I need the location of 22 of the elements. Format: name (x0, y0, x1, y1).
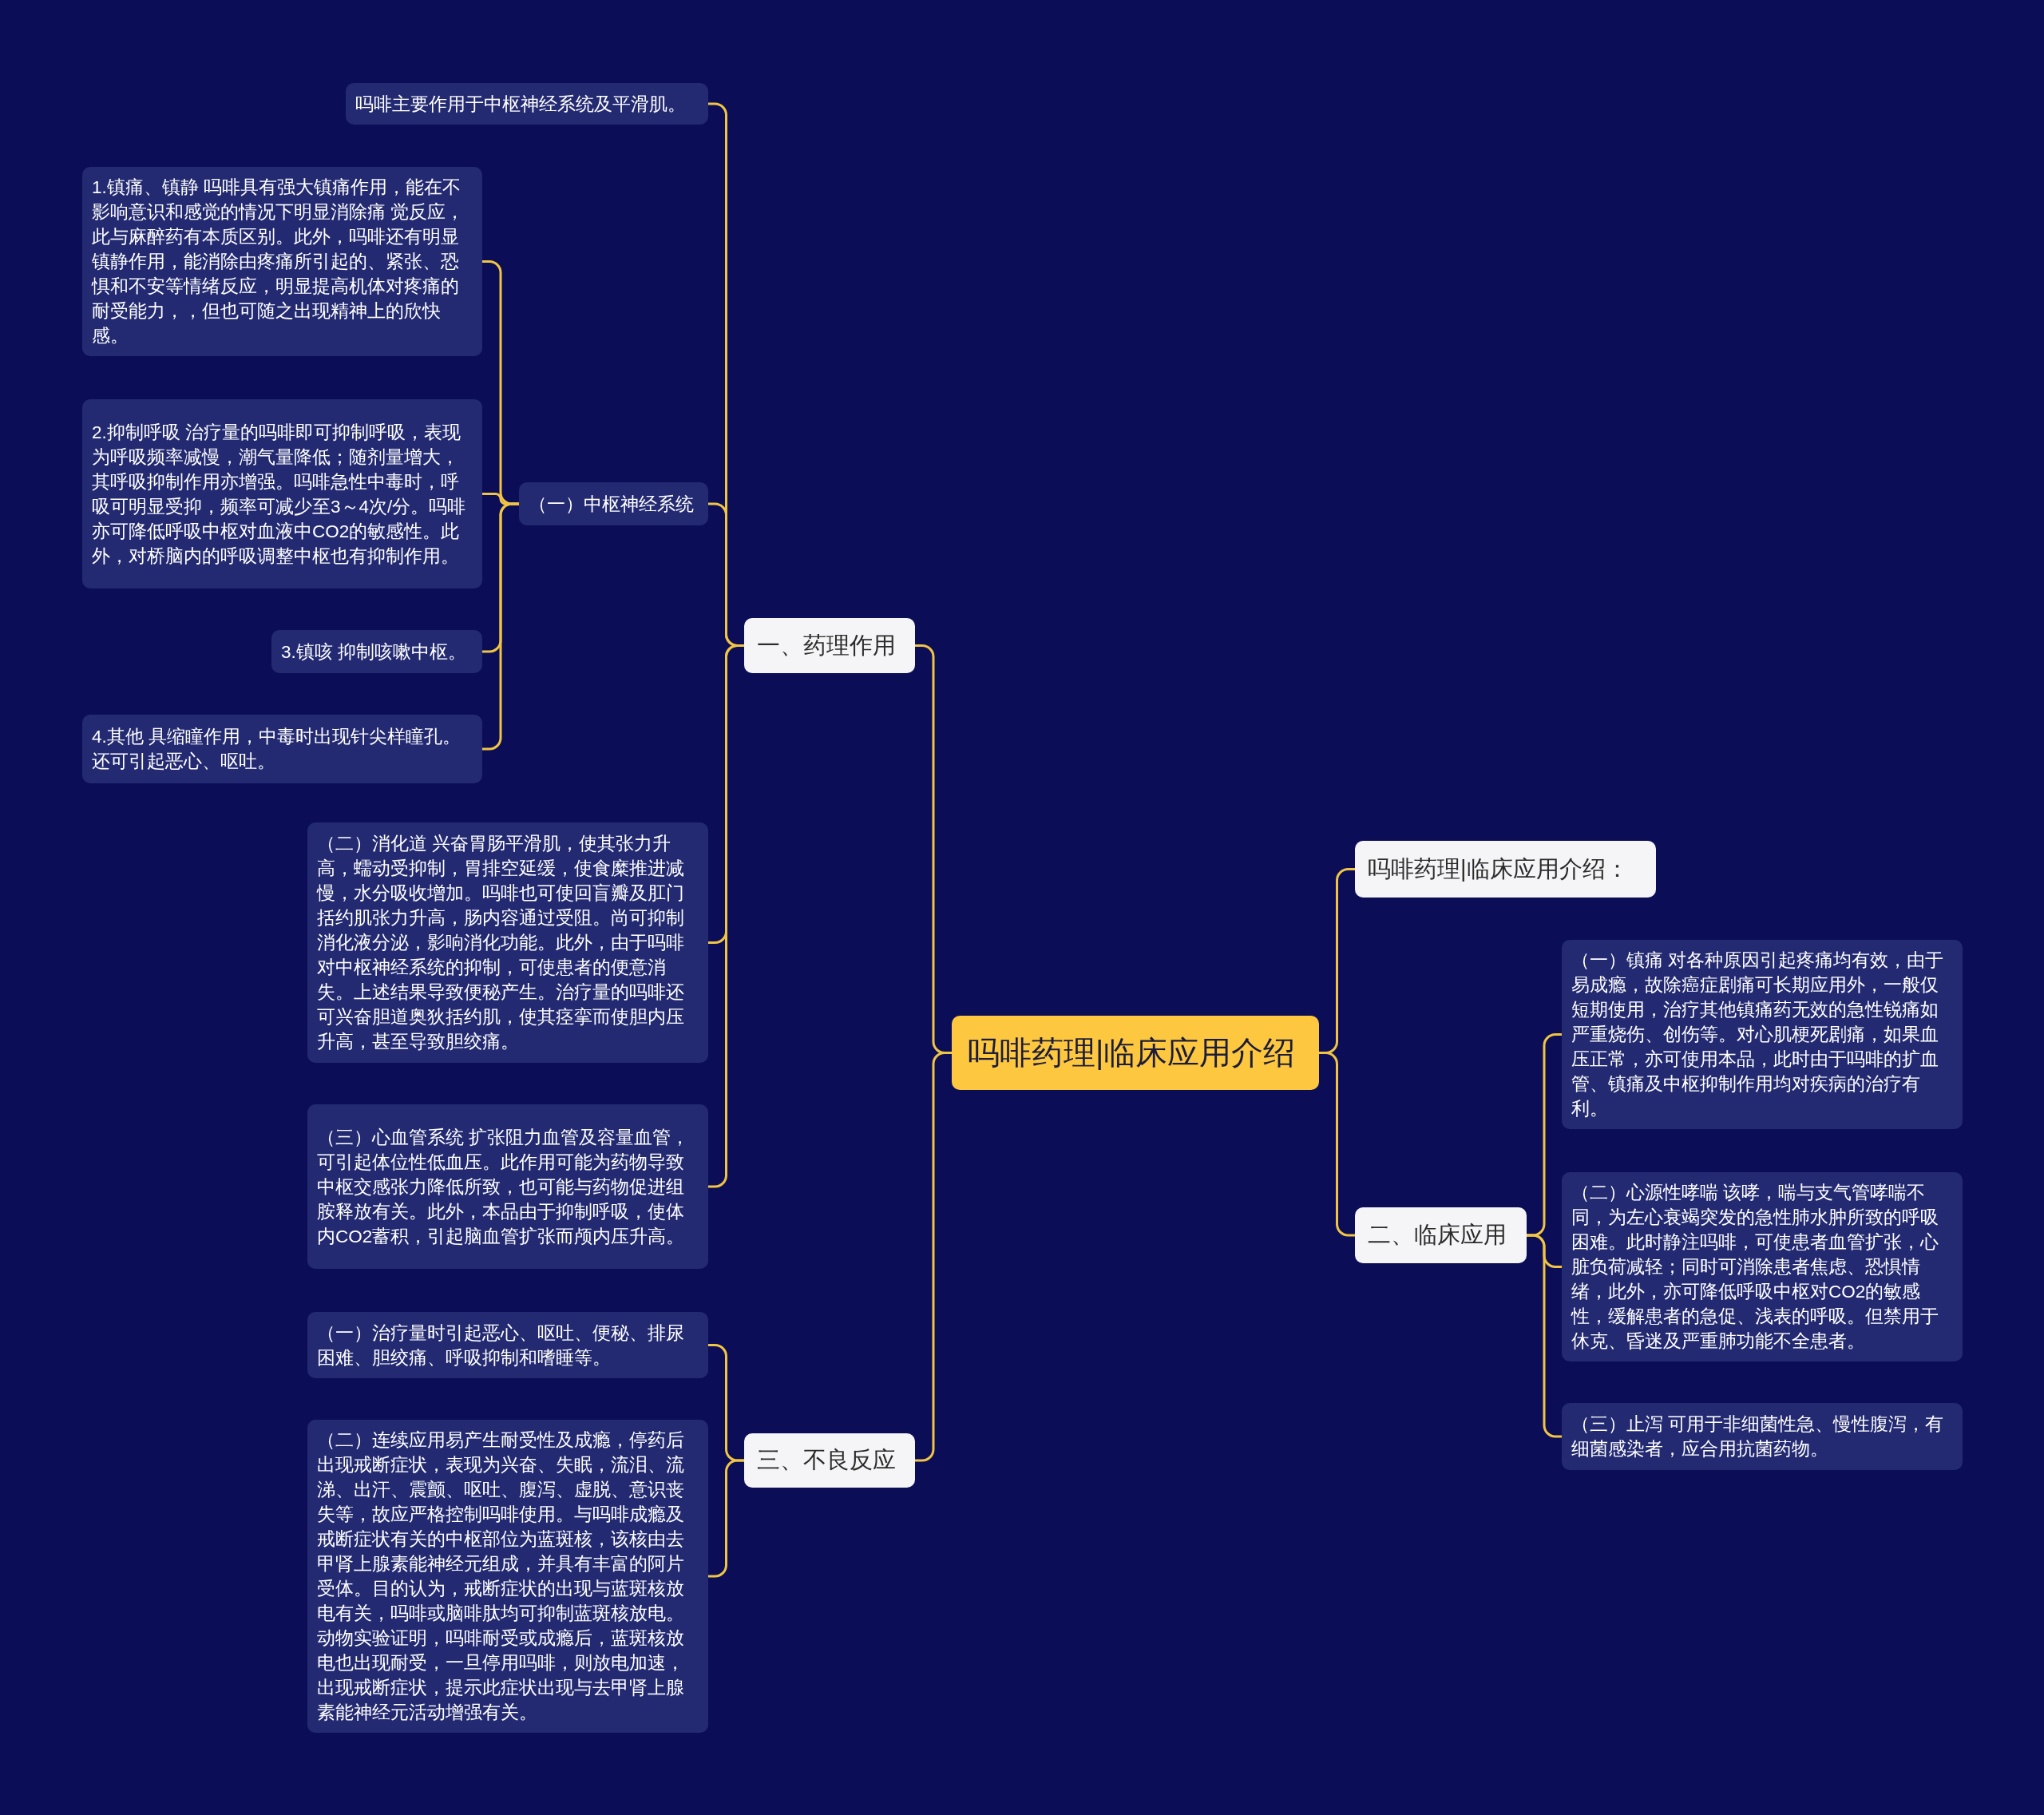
connector-line (482, 502, 519, 751)
note-box: 1.镇痛、镇静 吗啡具有强大镇痛作用，能在不影响意识和感觉的情况下明显消除痛 觉反应，此与麻醉药有本质区别。此外，吗啡还有明显镇静作用，能消除由疼痛所引起的、紧张、恐惧和不安等情绪反应，明显提高机体对疼痛的耐受能力，，但也可随之出现精神上的欣快感。 (82, 167, 482, 356)
topic-box: 二、临床应用 (1355, 1207, 1527, 1263)
connector-line (708, 1459, 744, 1578)
note-box: （一）中枢神经系统 (519, 482, 708, 525)
note-box: （三）止泻 可用于非细菌性急、慢性腹泻，有细菌感染者，应合用抗菌药物。 (1562, 1403, 1963, 1470)
topic-box: 一、药理作用 (744, 618, 915, 673)
note-box: 3.镇咳 抑制咳嗽中枢。 (271, 630, 482, 673)
connector-line (1319, 1052, 1355, 1237)
topic-box: 三、不良反应 (744, 1433, 915, 1488)
central-topic-box: 吗啡药理|临床应用介绍 (952, 1016, 1319, 1090)
topic-box: 吗啡药理|临床应用介绍： (1355, 841, 1656, 898)
note-box: （一）镇痛 对各种原因引起疼痛均有效，由于易成瘾，故除癌症剧痛可长期应用外，一般仅短期使用，治疗其他镇痛药无效的急性锐痛如严重烧伤、创伤等。对心肌梗死剧痛，如果血压正常，亦可使用本品，此时由于吗啡的扩血管、镇痛及中枢抑制作用均对疾病的治疗有利。 (1562, 940, 1963, 1129)
note-box: 吗啡主要作用于中枢神经系统及平滑肌。 (346, 83, 708, 125)
note-box: （二）消化道 兴奋胃肠平滑肌，使其张力升高，蠕动受抑制，胃排空延缓，使食糜推进减慢，水分吸收增加。吗啡也可使回盲瓣及肛门括约肌张力升高，肠内容通过受阻。尚可抑制消化液分泌，影响消化功能。此外，由于吗啡对中枢神经系统的抑制，可使患者的便意消失。上述结果导致便秘产生。治疗量的吗啡还可兴奋胆道奥狄括约肌，使其痉挛而使胆内压升高，甚至导致胆绞痛。 (307, 822, 708, 1063)
note-box: 4.其他 具缩瞳作用，中毒时出现针尖样瞳孔。还可引起恶心、呕吐。 (82, 715, 482, 783)
note-box: （一）治疗量时引起恶心、呕吐、便秘、排尿困难、胆绞痛、呼吸抑制和嗜睡等。 (307, 1312, 708, 1378)
connector-line (1527, 1234, 1562, 1438)
note-box: （二）连续应用易产生耐受性及成瘾，停药后出现戒断症状，表现为兴奋、失眠，流泪、流涕、出汗、震颤、呕吐、腹泻、虚脱、意识丧失等，故应严格控制吗啡使用。与吗啡成瘾及戒断症状有关的中枢部位为蓝斑核，该核由去甲肾上腺素能神经元组成，并具有丰富的阿片受体。目的认为，戒断症状的出现与蓝斑核放电有关，吗啡或脑啡肽均可抑制蓝斑核放电。动物实验证明，吗啡耐受或成瘾后，蓝斑核放电也出现耐受，一旦停用吗啡，则放电加速，出现戒断症状，提示此症状出现与去甲肾上腺素能神经元活动增强有关。 (307, 1420, 708, 1733)
note-box: （三）心血管系统 扩张阻力血管及容量血管，可引起体位性低血压。此作用可能为药物导致中枢交感张力降低所致，也可能与药物促进组胺释放有关。此外，本品由于抑制呼吸，使体内CO2蓄积，引起脑血管扩张而颅内压升高。 (307, 1104, 708, 1269)
note-box: （二）心源性哮喘 该哮，喘与支气管哮喘不同，为左心衰竭突发的急性肺水肿所致的呼吸困难。此时静注吗啡，可使患者血管扩张，心脏负荷减轻；同时可消除患者焦虑、恐惧情绪，此外，亦可降低呼吸中枢对CO2的敏感性，缓解患者的急促、浅表的呼吸。但禁用于休克、昏迷及严重肺功能不全患者。 (1562, 1172, 1963, 1361)
note-box: 2.抑制呼吸 治疗量的吗啡即可抑制呼吸，表现为呼吸频率减慢，潮气量降低；随剂量增大，其呼吸抑制作用亦增强。吗啡急性中毒时，呼吸可明显受抑，频率可减少至3～4次/分。吗啡亦可降低呼吸中枢对血液中CO2的敏感性。此外，对桥脑内的呼吸调整中枢也有抑制作用。 (82, 399, 482, 588)
